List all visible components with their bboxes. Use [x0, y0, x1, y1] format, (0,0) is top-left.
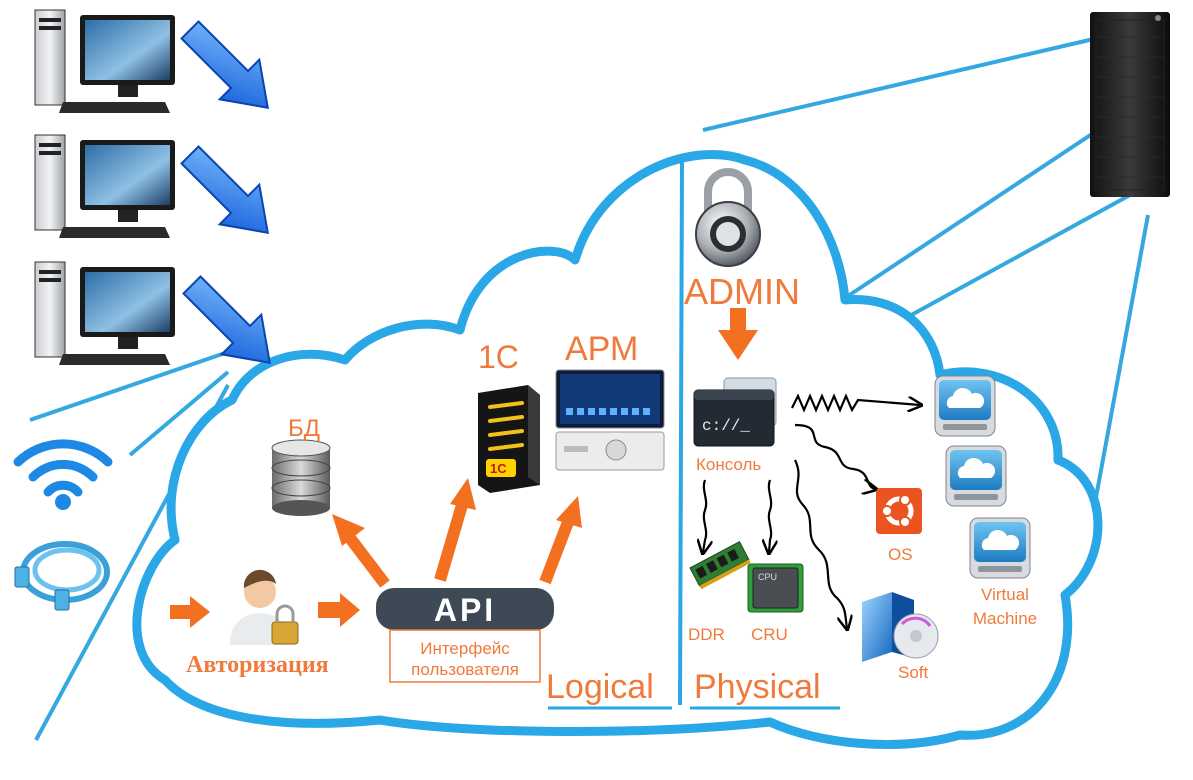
blue-arrow-icon — [182, 275, 272, 365]
arm-workstation-icon — [555, 369, 665, 471]
squiggle-arrows — [703, 393, 920, 628]
orange-arrow-to-arm-icon — [539, 496, 582, 585]
blue-arrow-icon — [180, 20, 270, 110]
logical-label: Logical — [546, 668, 654, 706]
console-icon: c://_ — [693, 377, 777, 447]
api-badge: API — [376, 588, 554, 683]
cru-label: CRU — [751, 625, 788, 644]
physical-label: Physical — [694, 668, 821, 706]
software-box-icon — [862, 592, 939, 662]
os-label: OS — [888, 545, 913, 564]
database-icon — [271, 439, 331, 516]
svg-text:CPU: CPU — [758, 572, 777, 582]
vm-label-line2: Machine — [973, 609, 1037, 628]
vm-drive-icon — [969, 517, 1031, 579]
svg-text:1C: 1C — [490, 461, 507, 476]
console-label: Консоль — [696, 455, 761, 474]
connector-lines — [29, 36, 1150, 741]
ui-label-line1: Интерфейс — [420, 639, 510, 658]
svg-text:c://_: c://_ — [702, 417, 750, 435]
vm-drive-icon — [934, 375, 996, 437]
orange-arrow-right-icon — [170, 596, 210, 628]
arm-label: АРМ — [565, 330, 638, 368]
api-label: API — [434, 592, 496, 628]
orange-arrow-down-icon — [718, 308, 758, 360]
desktop-computer-icon — [34, 134, 175, 238]
orange-arrow-to-1c-icon — [434, 478, 476, 582]
orange-arrow-right-icon — [318, 593, 360, 627]
ubuntu-os-icon — [876, 488, 922, 534]
one-c-label: 1С — [478, 339, 519, 375]
blue-arrow-icon — [180, 145, 270, 235]
ui-label-line2: пользователя — [411, 660, 519, 679]
desktop-computer-icon — [34, 261, 175, 365]
admin-label: ADMIN — [684, 271, 800, 312]
vm-label-line1: Virtual — [981, 585, 1029, 604]
soft-label: Soft — [898, 663, 929, 682]
auth-label: Авторизация — [186, 652, 329, 678]
orange-arrow-to-db-icon — [332, 514, 390, 588]
wifi-icon — [13, 439, 113, 510]
logical-physical-divider — [678, 159, 684, 706]
ddr-label: DDR — [688, 625, 725, 644]
1c-server-icon: 1C — [478, 385, 540, 493]
ram-module-icon — [689, 541, 751, 590]
ethernet-cable-icon — [14, 541, 110, 611]
cpu-chip-icon: CPU — [747, 563, 804, 613]
desktop-computer-icon — [34, 9, 175, 113]
vm-drive-icon — [945, 445, 1007, 507]
db-label: БД — [288, 415, 320, 442]
user-lock-icon — [230, 569, 299, 645]
server-rack-icon — [1090, 12, 1170, 197]
padlock-icon — [695, 168, 761, 267]
